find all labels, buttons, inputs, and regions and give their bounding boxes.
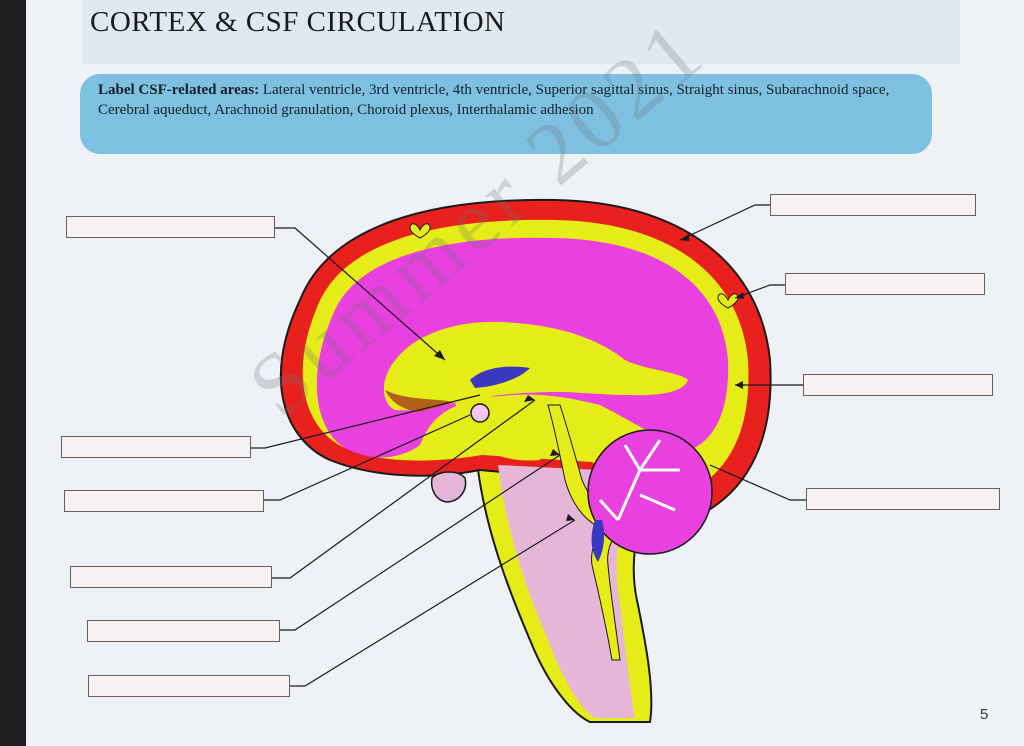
label-box-right-1[interactable] bbox=[770, 194, 976, 216]
label-box-left-6[interactable] bbox=[88, 675, 290, 697]
label-box-right-3[interactable] bbox=[803, 374, 993, 396]
label-box-left-4[interactable] bbox=[70, 566, 272, 588]
label-box-right-2[interactable] bbox=[785, 273, 985, 295]
pituitary bbox=[432, 472, 466, 502]
cerebellum bbox=[588, 430, 712, 554]
label-box-left-2[interactable] bbox=[61, 436, 251, 458]
label-box-left-1[interactable] bbox=[66, 216, 275, 238]
interthalamic-adhesion bbox=[471, 404, 489, 422]
page-number: 5 bbox=[980, 706, 988, 723]
label-box-left-5[interactable] bbox=[87, 620, 280, 642]
label-box-left-3[interactable] bbox=[64, 490, 264, 512]
label-box-right-4[interactable] bbox=[806, 488, 1000, 510]
